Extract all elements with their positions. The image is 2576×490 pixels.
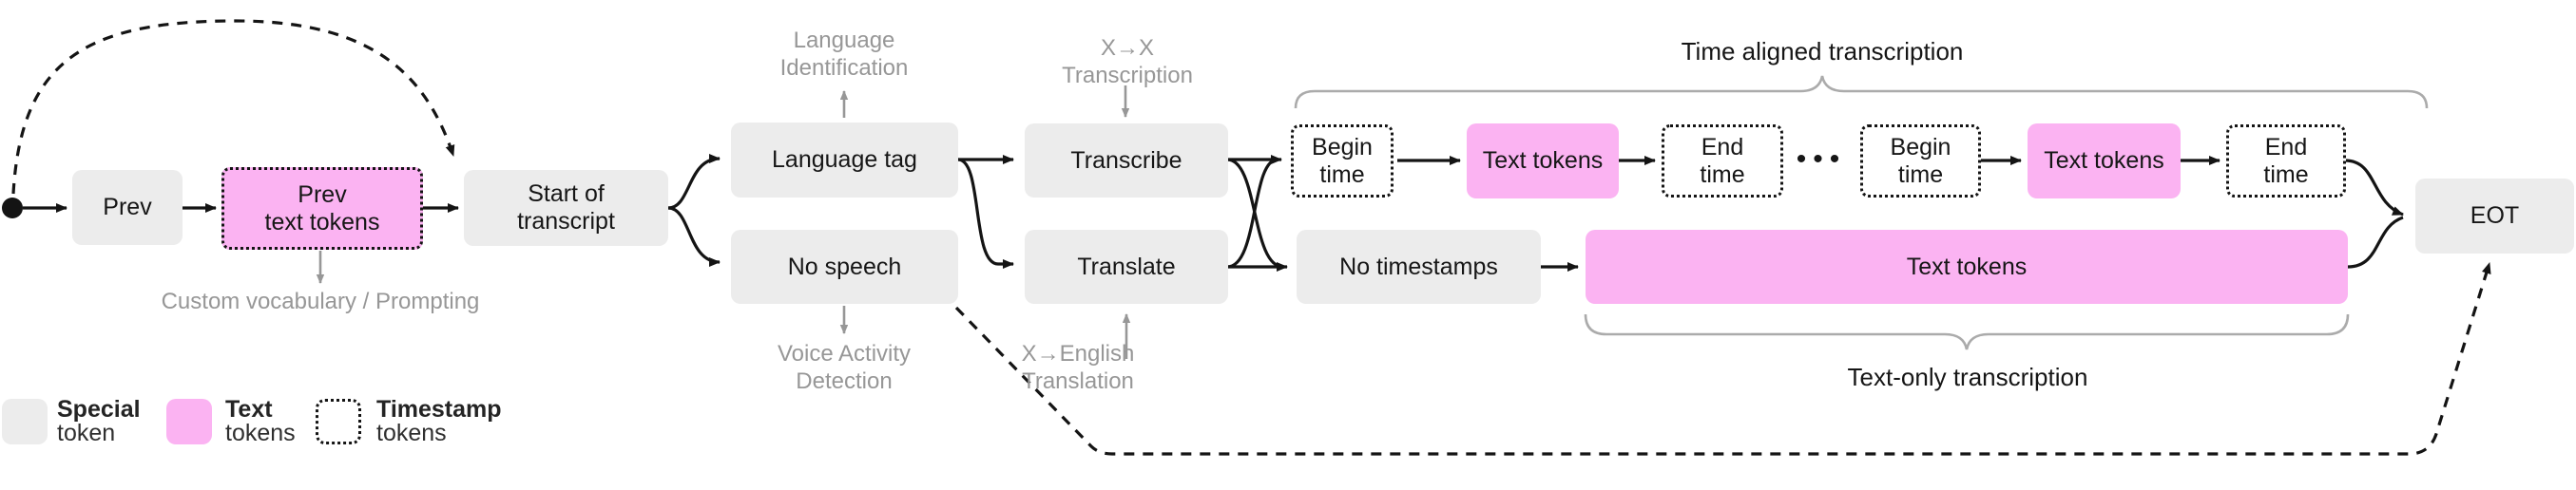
fork-start-to-nospeech [667, 206, 721, 267]
dashed-loop-nospeech-to-eot [954, 262, 2491, 456]
legend-label-title: Text [225, 396, 273, 423]
node-start-of-transcript: Start of transcript [464, 170, 668, 246]
node-prev-text-tokens: Prev text tokens [221, 167, 423, 250]
converge-texttokens-to-eot [2347, 216, 2404, 269]
node-language-tag: Language tag [731, 122, 958, 198]
converge-endtime-to-eot [2344, 159, 2404, 217]
node-text-tokens-big: Text tokens [1586, 230, 2348, 304]
node-no-timestamps: No timestamps [1297, 230, 1541, 304]
label-xx-transcription: X→X Transcription [1062, 35, 1193, 88]
title-time-aligned-transcription: Time aligned transcription [1681, 37, 1964, 66]
main-flow-arrows [23, 154, 2404, 272]
label-language-identification: Language Identification [779, 28, 909, 81]
arrow-languagetag-to-translate [957, 158, 1014, 269]
dashed-loop-dot-to-start [11, 19, 455, 195]
node-end-time-2: End time [2226, 124, 2346, 198]
node-prev: Prev [72, 170, 183, 245]
cross-translate-to-begintime [1226, 158, 1278, 269]
node-begin-time-2: Begin time [1860, 124, 1981, 198]
legend-label-title: Timestamp [376, 396, 502, 423]
fork-start-to-languagetag [667, 154, 721, 210]
sequence-ellipsis: ••• [1796, 143, 1847, 175]
title-text-only-transcription: Text-only transcription [1847, 363, 2088, 391]
legend-label-title: Special [57, 396, 141, 423]
legend-label-subtitle: tokens [376, 420, 447, 446]
brace-text-only [1584, 313, 2350, 350]
node-transcribe: Transcribe [1025, 123, 1228, 198]
node-begin-time-1: Begin time [1291, 124, 1394, 198]
special-token-swatch [2, 399, 48, 444]
node-end-time-1: End time [1662, 124, 1783, 198]
label-custom-vocabulary: Custom vocabulary / Prompting [161, 289, 480, 314]
brace-time-aligned [1294, 75, 2429, 109]
node-no-speech: No speech [731, 230, 958, 304]
legend-label-subtitle: tokens [225, 420, 296, 446]
node-translate: Translate [1025, 230, 1228, 304]
label-voice-activity-detection: Voice Activity Detection [777, 341, 912, 394]
timestamp-tokens-swatch [316, 399, 361, 444]
start-dot [2, 198, 23, 218]
dashed-loops [11, 19, 2491, 456]
braces [1294, 75, 2429, 350]
legend-label-subtitle: token [57, 420, 116, 446]
node-eot: EOT [2415, 179, 2574, 254]
gray-annotation-arrows [316, 85, 1131, 359]
text-tokens-swatch [166, 399, 212, 444]
node-text-tokens-2: Text tokens [2028, 123, 2181, 198]
label-x-english-translation: X→English Translation [1021, 341, 1135, 394]
node-text-tokens-1: Text tokens [1467, 123, 1619, 198]
